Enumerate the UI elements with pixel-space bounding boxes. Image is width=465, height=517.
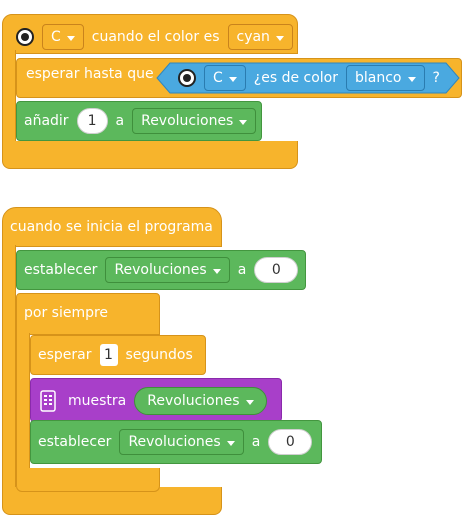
variable-label: Revoluciones [141, 113, 234, 129]
color-label: cyan [236, 29, 270, 45]
caret-down-icon [245, 399, 254, 405]
caret-down-icon [228, 76, 237, 82]
hub-display-icon [40, 390, 56, 412]
variable-dropdown[interactable]: Revoluciones [105, 257, 230, 283]
color-dropdown[interactable]: blanco [346, 65, 425, 91]
wait-seconds-input[interactable]: 1 [99, 344, 118, 366]
set-label: establecer [24, 262, 98, 278]
forever-block[interactable] [16, 293, 160, 335]
seconds-label: segundos [125, 347, 193, 363]
port-dropdown[interactable]: C [42, 24, 84, 50]
color-dropdown[interactable]: cyan [227, 24, 293, 50]
to-label: a [115, 113, 125, 129]
caret-down-icon [212, 268, 221, 274]
variable-label: Revoluciones [128, 434, 221, 450]
wait-seconds-block[interactable] [30, 335, 206, 375]
port-label: C [51, 29, 61, 45]
forever-label: por siempre [24, 305, 109, 321]
question-mark: ? [432, 70, 440, 86]
set-label: establecer [38, 434, 112, 450]
variable-reporter[interactable]: Revoluciones [134, 387, 267, 415]
variable-label: Revoluciones [147, 393, 240, 409]
to-label: a [237, 262, 247, 278]
port-label: C [213, 70, 223, 86]
port-dropdown[interactable]: C [204, 65, 246, 91]
wait-until-label: esperar hasta que [26, 66, 154, 82]
hat-text: cuando el color es [91, 29, 220, 45]
color-label: blanco [355, 70, 402, 86]
show-label: muestra [68, 393, 127, 409]
caret-down-icon [407, 76, 416, 82]
wait-label: esperar [38, 347, 92, 363]
variable-dropdown[interactable]: Revoluciones [119, 429, 244, 455]
add-value-input[interactable]: 1 [76, 108, 108, 134]
add-label: añadir [24, 113, 69, 129]
caret-down-icon [275, 35, 284, 41]
caret-down-icon [239, 119, 248, 125]
color-sensor-icon [178, 69, 196, 87]
set-value-input[interactable]: 0 [254, 257, 299, 283]
program-start-body [2, 245, 16, 495]
color-hat-footer [2, 141, 298, 169]
color-sensor-icon [16, 28, 34, 46]
caret-down-icon [226, 440, 235, 446]
program-start-hat[interactable] [2, 207, 222, 247]
forever-body [16, 333, 30, 473]
caret-down-icon [66, 35, 75, 41]
variable-dropdown[interactable]: Revoluciones [132, 108, 257, 134]
forever-footer [16, 468, 160, 492]
program-start-text: cuando se inicia el programa [10, 219, 213, 235]
to-label: a [251, 434, 261, 450]
set-value-input[interactable]: 0 [268, 429, 313, 455]
is-color-text: ¿es de color [253, 70, 338, 86]
color-hat-body [2, 50, 16, 145]
variable-label: Revoluciones [114, 262, 207, 278]
